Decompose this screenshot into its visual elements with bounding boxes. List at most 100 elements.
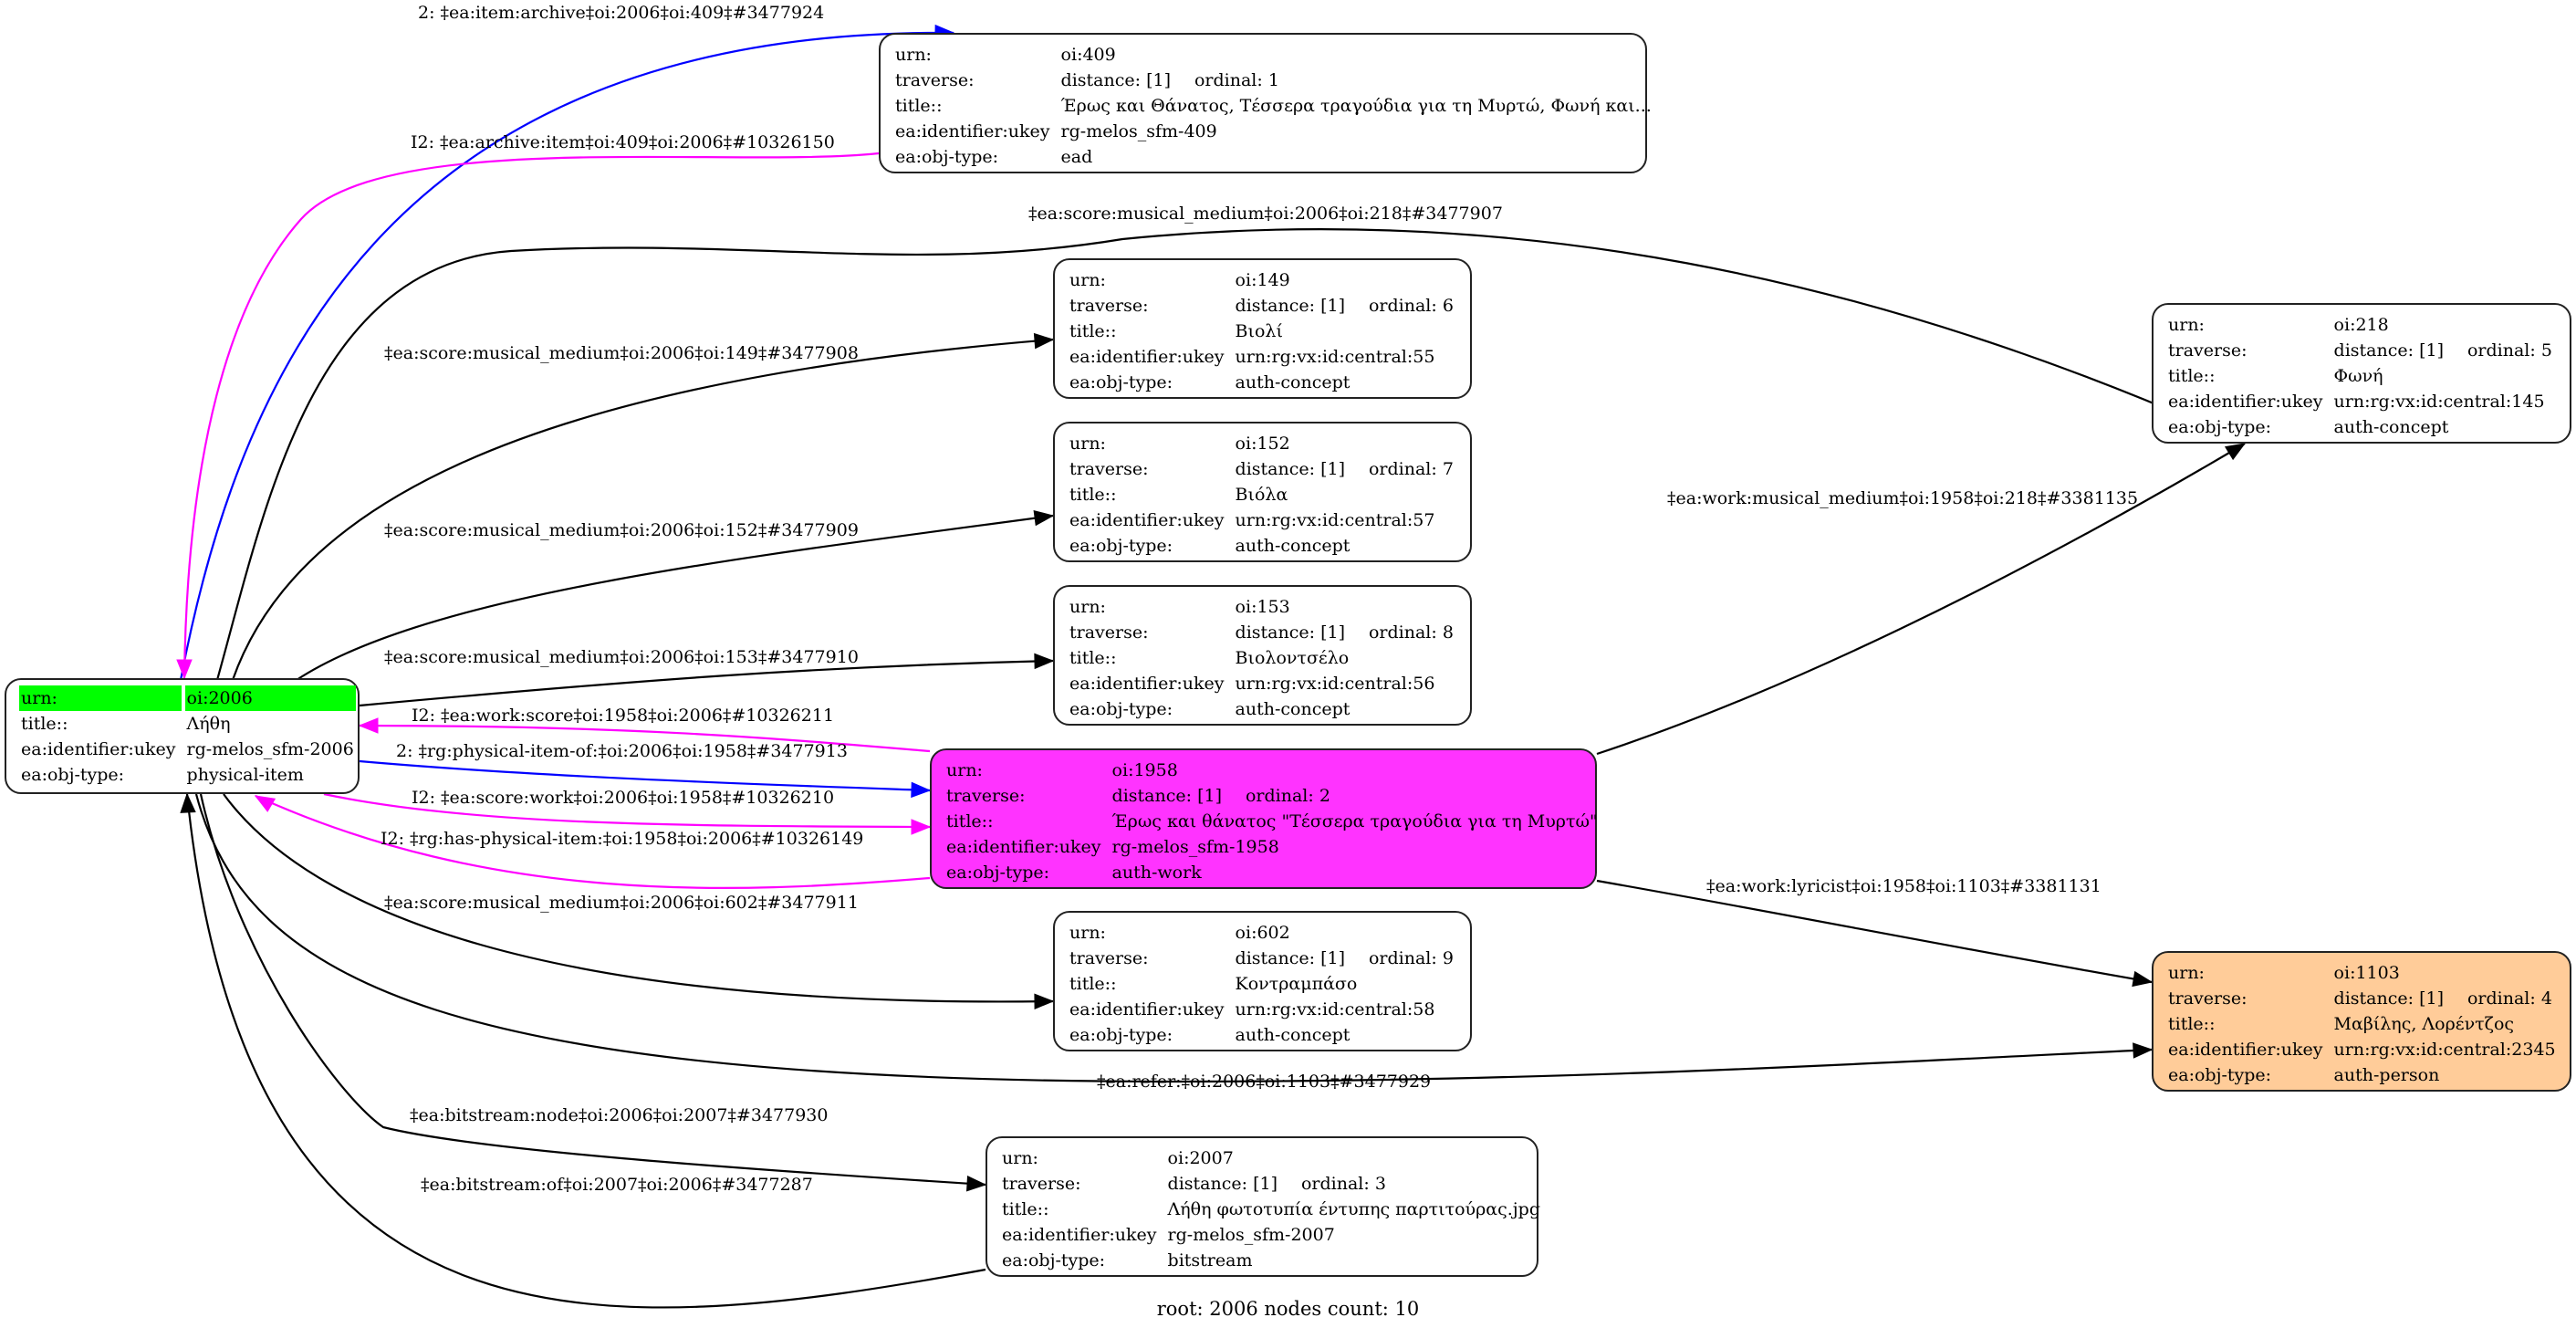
- node-field-row: ea:obj-type:auth-concept: [1068, 1022, 1455, 1048]
- field-key: ea:obj-type:: [2168, 1065, 2272, 1085]
- field-value-text: urn:rg:vx:id:central:2345: [2333, 1040, 2556, 1060]
- field-value-text: oi:152: [1235, 434, 1290, 454]
- node-field-row: urn:oi:1103: [2166, 960, 2558, 986]
- field-key: title::: [2168, 1014, 2216, 1034]
- field-value-text: auth-work: [1111, 863, 1202, 883]
- field-value: oi:1958: [1111, 758, 1600, 783]
- field-value-text: Λήθη φωτοτυπία έντυπης παρτιτούρας.jpg: [1167, 1199, 1540, 1219]
- node-field-row: traverse:distance: [1]ordinal: 5: [2166, 338, 2554, 363]
- edge-e2007b: [185, 793, 986, 1309]
- field-key: title::: [1069, 485, 1117, 505]
- node-field-row: ea:obj-type: auth-concept: [2166, 414, 2554, 440]
- field-key: urn:: [1069, 434, 1106, 454]
- field-value-text: oi:602: [1235, 923, 1290, 943]
- node-field-row: traverse:distance: [1]ordinal: 9: [1068, 946, 1455, 971]
- field-value: oi:1103: [2332, 960, 2558, 986]
- field-value: distance: [1] ordinal: 4: [2332, 986, 2558, 1011]
- field-value-text: auth-concept: [1235, 699, 1351, 719]
- field-value: Βιολί: [1234, 319, 1455, 344]
- field-value-text: Φωνή: [2333, 366, 2383, 386]
- node-field-row: ea:obj-type:auth-concept: [1068, 533, 1455, 559]
- field-value-text: rg-melos_sfm-2007: [1167, 1225, 1335, 1245]
- node-field-row: title::Βιολί: [1068, 319, 1455, 344]
- field-ordinal: ordinal: 5: [2466, 340, 2552, 361]
- field-value: distance: [1]ordinal: 3: [1166, 1171, 1542, 1197]
- field-value: oi:409: [1059, 42, 1653, 68]
- arrowhead-e1958c: [911, 819, 932, 835]
- edge-e218: [215, 227, 2246, 681]
- edge-label-e1103r: ‡ea:refer:‡oi:2006‡oi:1103‡#3477929: [1097, 1072, 1432, 1092]
- field-key: ea:obj-type:: [1002, 1250, 1106, 1270]
- field-key: ea:identifier:ukey: [1069, 999, 1225, 1020]
- field-value-text: Λήθη: [186, 714, 231, 734]
- arrowhead-e2007a: [966, 1176, 987, 1192]
- field-value: Μαβίλης, Λορέντζος: [2332, 1011, 2558, 1037]
- node-field-row: title::Φωνή: [2166, 363, 2554, 389]
- field-value-text: Βιόλα: [1235, 485, 1288, 505]
- field-value: Φωνή: [2332, 363, 2554, 389]
- field-value: rg-melos_sfm-409: [1059, 119, 1653, 144]
- field-key: title::: [1069, 974, 1117, 994]
- field-key: urn:: [19, 685, 182, 711]
- field-key: urn:: [1069, 597, 1106, 617]
- field-key: ea:identifier:ukey: [895, 121, 1050, 141]
- node-field-row: urn: oi:2007: [1000, 1145, 1542, 1171]
- field-value: distance: [1]ordinal: 8: [1234, 620, 1455, 645]
- field-key: ea:obj-type:: [895, 147, 999, 167]
- field-value: oi:2007: [1166, 1145, 1542, 1171]
- field-value-text: distance: [1]: [2333, 988, 2444, 1009]
- field-ordinal: ordinal: 1: [1194, 70, 1279, 90]
- field-key: urn:: [2168, 315, 2205, 335]
- field-value: ead: [1059, 144, 1653, 170]
- field-value-text: Μαβίλης, Λορέντζος: [2333, 1014, 2515, 1034]
- field-key: urn:: [1002, 1148, 1038, 1168]
- field-key: traverse:: [946, 786, 1026, 806]
- field-value: Έρως και θάνατος "Τέσσερα τραγούδια για …: [1111, 809, 1600, 834]
- field-value-text: rg-melos_sfm-1958: [1111, 837, 1279, 857]
- field-value: Βιόλα: [1234, 482, 1455, 507]
- field-ordinal: ordinal: 6: [1368, 296, 1454, 316]
- field-key: ea:identifier:ukey: [2168, 392, 2323, 412]
- edge-e149: [231, 338, 1054, 681]
- arrowhead-e218w: [2224, 443, 2247, 461]
- arrowhead-e409b: [176, 659, 193, 680]
- field-key: ea:obj-type:: [1069, 1025, 1173, 1045]
- field-value: distance: [1]ordinal: 9: [1234, 946, 1455, 971]
- node-field-row: ea:obj-type:auth-concept: [1068, 370, 1455, 395]
- field-key: ea:obj-type:: [946, 863, 1050, 883]
- field-value: distance: [1]ordinal: 1: [1059, 68, 1653, 93]
- field-key: ea:obj-type:: [2168, 417, 2272, 437]
- field-value-text: distance: [1]: [1235, 296, 1345, 316]
- node-field-row: title::Βιολοντσέλο: [1068, 645, 1455, 671]
- arrowhead-e1958d: [254, 795, 276, 812]
- field-value-text: bitstream: [1167, 1250, 1253, 1270]
- field-value-text: auth-concept: [2333, 417, 2449, 437]
- edge-e1103r: [194, 793, 2153, 1083]
- node-field-row: urn:oi:153: [1068, 594, 1455, 620]
- field-value-text: rg-melos_sfm-409: [1060, 121, 1217, 141]
- field-value: oi:152: [1234, 431, 1455, 456]
- field-ordinal: ordinal: 4: [2466, 988, 2552, 1009]
- field-value: urn:rg:vx:id:central:57: [1234, 507, 1455, 533]
